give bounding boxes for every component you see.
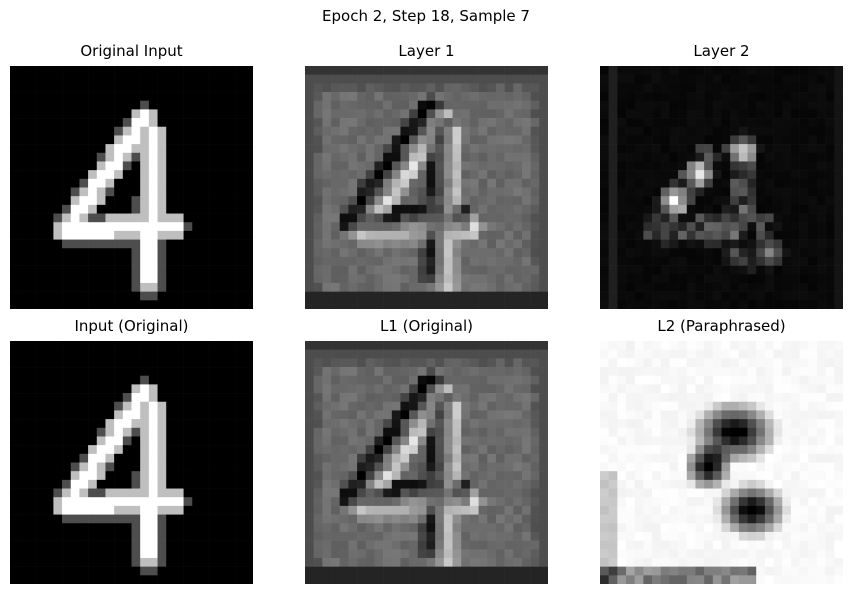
layer-1-image	[305, 66, 548, 309]
panel-title: Layer 2	[693, 42, 750, 60]
panel-title: Layer 1	[398, 42, 455, 60]
original-input-image	[10, 66, 253, 309]
figure-suptitle: Epoch 2, Step 18, Sample 7	[322, 7, 530, 25]
input-original-image	[10, 341, 253, 584]
panel-title: Input (Original)	[74, 317, 189, 335]
l1-original-image	[305, 341, 548, 584]
panel-title: Original Input	[80, 42, 183, 60]
panel-title: L2 (Paraphrased)	[657, 317, 786, 335]
panel-title: L1 (Original)	[379, 317, 474, 335]
l2-paraphrased-image	[600, 341, 843, 584]
layer-2-image	[600, 66, 843, 309]
